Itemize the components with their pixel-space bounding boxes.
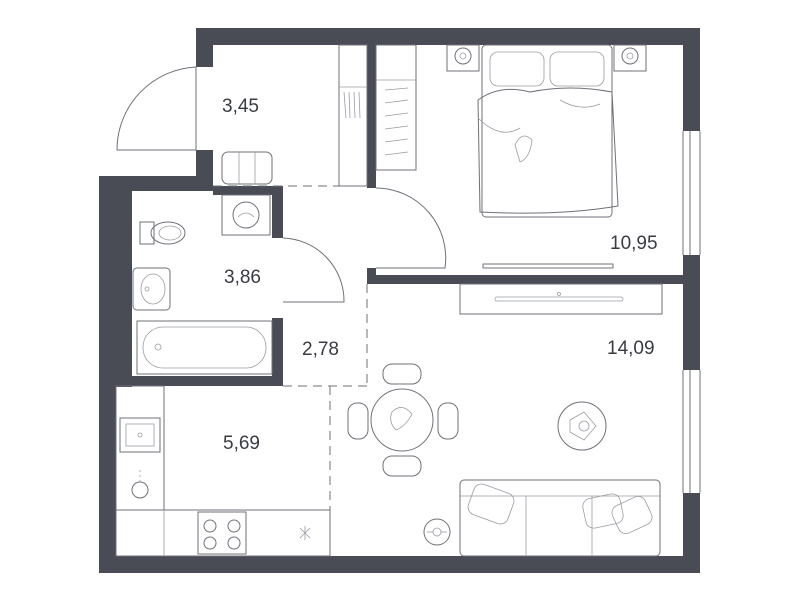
washing-machine — [221, 194, 271, 236]
bathroom-door — [282, 237, 345, 303]
kitchen-boiler — [131, 470, 149, 499]
walls — [99, 28, 700, 573]
pillow-right — [549, 51, 605, 87]
chair-right — [437, 402, 459, 440]
wall-left — [99, 176, 116, 573]
coffee-table — [557, 401, 607, 451]
windows — [682, 131, 701, 493]
area-label-bedroom: 10,95 — [610, 233, 658, 254]
chair-bottom — [382, 455, 422, 477]
bedroom-door — [375, 187, 447, 269]
cat-on-bed — [514, 135, 533, 163]
wall-bath-left — [116, 191, 132, 387]
kitchen-mark — [299, 526, 311, 540]
zone-lines — [213, 185, 368, 556]
area-label-corridor: 2,78 — [302, 339, 339, 360]
chair-left — [347, 402, 369, 440]
wall-bath-bottom — [116, 376, 283, 386]
cushion-1 — [467, 483, 515, 525]
area-label-kitchen: 5,69 — [223, 433, 260, 454]
hanger-marks — [343, 91, 361, 119]
tv-stand — [459, 283, 663, 315]
wall-right-middle — [683, 255, 700, 370]
hall-wardrobe — [338, 44, 368, 187]
bathroom-sink — [132, 267, 171, 311]
bathroom-fixtures — [132, 194, 273, 375]
cooktop — [197, 511, 247, 555]
nightstand-left — [446, 44, 480, 72]
nightstand-right — [613, 44, 647, 72]
window-living — [682, 370, 701, 493]
pillow-left — [489, 51, 545, 87]
wall-right-lower — [683, 493, 700, 573]
entrance-door — [116, 66, 197, 151]
doors — [116, 66, 447, 303]
living-furniture — [347, 283, 663, 557]
washing-machine-drum — [232, 201, 260, 229]
bedroom-tv — [482, 263, 614, 269]
wall-bottom — [99, 556, 700, 573]
floor-lamp — [423, 518, 451, 546]
kitchen-sink — [119, 417, 161, 453]
dining-table — [347, 363, 459, 477]
wall-bath-top — [99, 176, 213, 191]
wall-entry-top — [196, 28, 213, 67]
wall-bath-right-top — [272, 186, 283, 238]
toilet — [139, 221, 186, 245]
wall-bedroom-left — [367, 45, 376, 188]
area-label-bathroom: 3,86 — [224, 267, 261, 288]
wall-right-upper — [683, 28, 700, 131]
wall-bath-hall — [213, 186, 283, 195]
bed — [477, 44, 619, 218]
wall-bedroom-living — [367, 275, 700, 284]
wall-bath-right-bottom — [272, 318, 283, 386]
blanket — [477, 87, 619, 214]
bedroom-wardrobe — [375, 44, 417, 171]
wall-top — [196, 28, 700, 45]
area-label-living-room: 14,09 — [607, 338, 655, 359]
hall-furniture — [221, 44, 368, 187]
area-labels: 3,45 3,86 2,78 5,69 10,95 14,09 — [222, 96, 658, 454]
window-bedroom — [682, 131, 701, 255]
kitchen-units — [115, 385, 331, 557]
hall-bench — [221, 151, 273, 185]
cushion-2 — [582, 493, 624, 529]
bathtub — [136, 320, 273, 375]
kitchen-counter-left — [115, 385, 165, 511]
sofa — [459, 479, 661, 557]
area-label-hall: 3,45 — [222, 96, 259, 117]
wardrobe-hanger-marks — [384, 87, 409, 156]
cushion-3 — [611, 496, 653, 534]
chair-top — [382, 363, 422, 385]
bedroom-furniture — [375, 44, 647, 269]
kitchen-counter-bottom — [115, 509, 331, 557]
